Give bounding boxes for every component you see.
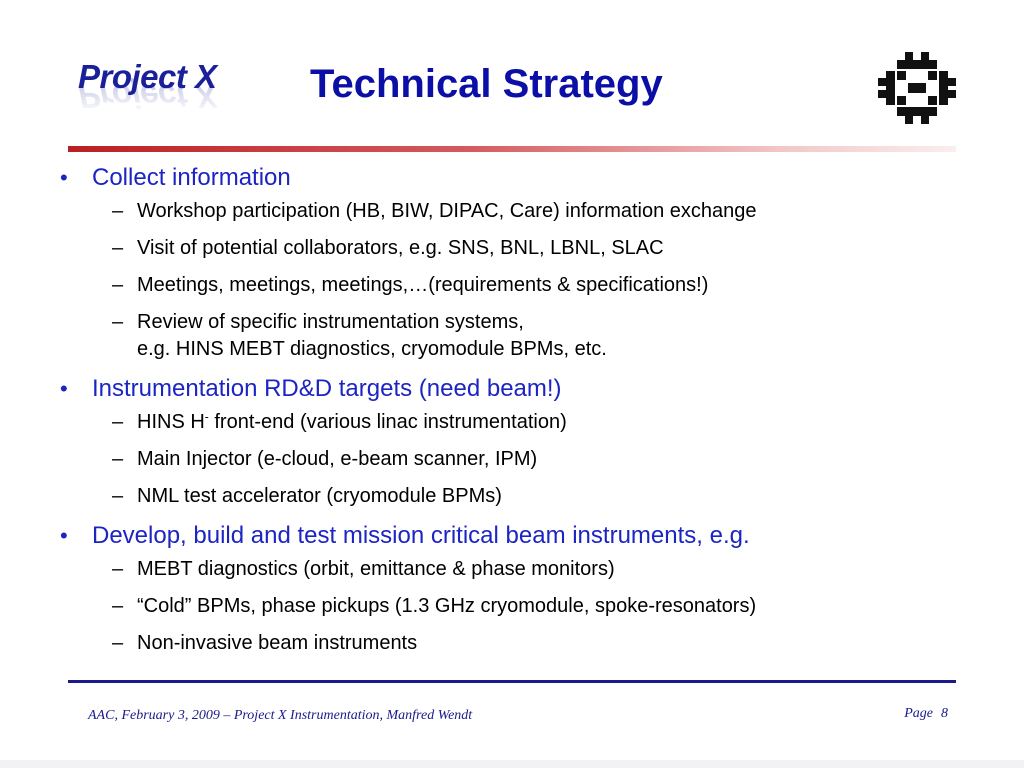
sub-item-text-prefix: HINS H bbox=[137, 411, 205, 433]
sub-item-text: “Cold” BPMs, phase pickups (1.3 GHz cryo… bbox=[137, 595, 757, 617]
bullet-text: Develop, build and test mission critical… bbox=[92, 522, 750, 549]
sub-list: – MEBT diagnostics (orbit, emittance & p… bbox=[60, 556, 960, 657]
bullet-item: • Collect information bbox=[60, 162, 960, 194]
sub-item: – Visit of potential collaborators, e.g.… bbox=[60, 235, 960, 262]
footer-citation: AAC, February 3, 2009 – Project X Instru… bbox=[88, 708, 473, 723]
bullet-icon: • bbox=[60, 376, 68, 401]
title-divider bbox=[68, 146, 956, 152]
slide-title: Technical Strategy bbox=[310, 62, 663, 106]
sub-item: – Review of specific instrumentation sys… bbox=[60, 309, 960, 363]
sub-item: – MEBT diagnostics (orbit, emittance & p… bbox=[60, 556, 960, 583]
dash-icon: – bbox=[112, 448, 124, 470]
dash-icon: – bbox=[112, 411, 124, 433]
sub-item-text-suffix: front-end (various linac instrumentation… bbox=[208, 411, 567, 433]
sub-item: – “Cold” BPMs, phase pickups (1.3 GHz cr… bbox=[60, 593, 960, 620]
sub-item: – NML test accelerator (cryomodule BPMs) bbox=[60, 483, 960, 510]
dash-icon: – bbox=[112, 558, 124, 580]
bullet-icon: • bbox=[60, 523, 68, 548]
dash-icon: – bbox=[112, 485, 124, 507]
sub-item-text-line-2: e.g. HINS MEBT diagnostics, cryomodule B… bbox=[137, 338, 607, 360]
bullet-text: Collect information bbox=[92, 164, 291, 191]
dash-icon: – bbox=[112, 311, 124, 333]
dash-icon: – bbox=[112, 237, 124, 259]
project-x-logo: Project X Project X bbox=[78, 58, 268, 128]
logo-text: Project X bbox=[78, 58, 217, 95]
dash-icon: – bbox=[112, 274, 124, 296]
sub-item-text: Workshop participation (HB, BIW, DIPAC, … bbox=[137, 200, 757, 222]
sub-list: – HINS H- front-end (various linac instr… bbox=[60, 409, 960, 510]
sub-item-text: Non-invasive beam instruments bbox=[137, 632, 418, 654]
page-label: Page bbox=[904, 706, 933, 721]
bullet-item: • Develop, build and test mission critic… bbox=[60, 520, 960, 552]
sub-item-text: NML test accelerator (cryomodule BPMs) bbox=[137, 485, 502, 507]
superscript-minus: - bbox=[204, 409, 209, 424]
sub-item: – Non-invasive beam instruments bbox=[60, 630, 960, 657]
sub-list: – Workshop participation (HB, BIW, DIPAC… bbox=[60, 198, 960, 363]
sub-item: – Meetings, meetings, meetings,…(require… bbox=[60, 272, 960, 299]
sub-item-text: MEBT diagnostics (orbit, emittance & pha… bbox=[137, 558, 615, 580]
sub-item-text-line-1: Review of specific instrumentation syste… bbox=[137, 311, 524, 333]
bullet-item: • Instrumentation RD&D targets (need bea… bbox=[60, 373, 960, 405]
sub-item-text: Meetings, meetings, meetings,…(requireme… bbox=[137, 274, 709, 296]
bullet-icon: • bbox=[60, 165, 68, 190]
page-number: 8 bbox=[941, 706, 948, 721]
sub-item: – Main Injector (e-cloud, e-beam scanner… bbox=[60, 446, 960, 473]
fermilab-logo-icon bbox=[878, 52, 956, 124]
dash-icon: – bbox=[112, 200, 124, 222]
sub-item: – HINS H- front-end (various linac instr… bbox=[60, 409, 960, 436]
sub-item-text: Visit of potential collaborators, e.g. S… bbox=[137, 237, 664, 259]
page-indicator: Page 8 bbox=[896, 706, 948, 722]
bottom-band bbox=[0, 760, 1024, 768]
bullet-list: • Collect information – Workshop partici… bbox=[60, 158, 960, 667]
sub-item: – Workshop participation (HB, BIW, DIPAC… bbox=[60, 198, 960, 225]
bullet-text: Instrumentation RD&D targets (need beam!… bbox=[92, 375, 562, 402]
dash-icon: – bbox=[112, 595, 124, 617]
sub-item-text: Main Injector (e-cloud, e-beam scanner, … bbox=[137, 448, 538, 470]
dash-icon: – bbox=[112, 632, 124, 654]
footer-divider bbox=[68, 680, 956, 683]
logo-reflection: Project X bbox=[78, 77, 217, 115]
